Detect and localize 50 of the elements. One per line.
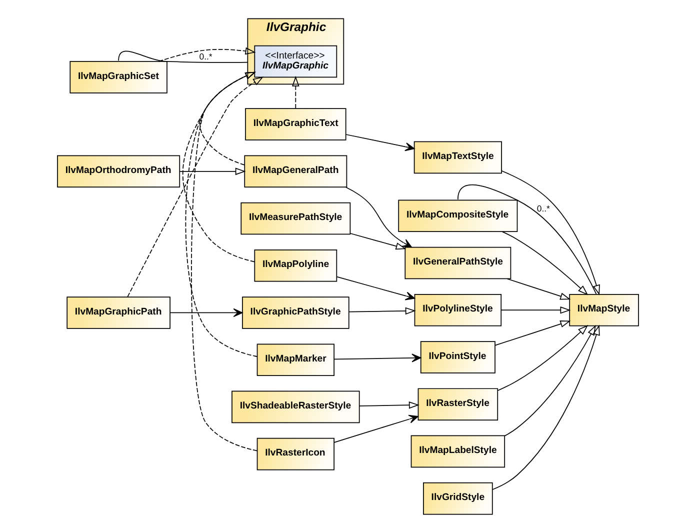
connector [458,184,597,294]
arrow [350,232,406,250]
arrow [502,231,588,296]
arrow [158,47,256,62]
arrow [494,320,571,346]
arrow [348,307,416,315]
arrow [500,306,571,314]
node-box: IlvMapGraphicText [245,108,346,140]
arrow [182,72,256,262]
arrow [200,72,256,166]
arrow [346,134,415,152]
arrow [504,324,596,436]
node-box: IlvGridStyle [423,482,493,515]
node-box: IlvRasterStyle [418,388,498,420]
arrow [334,414,418,443]
node-box: IlvMapPolyline [254,249,338,282]
arrow [179,168,246,176]
arrow [336,276,416,300]
edge-label: 0..* [199,52,212,62]
arrow [127,76,264,298]
node-box: IlvRasterIcon [256,438,334,470]
node-box: IlvMapOrthodromyPath [57,155,180,188]
node-box: IlvMapLabelStyle [410,435,506,468]
node-box: IlvPointStyle [420,341,496,374]
node-box: IlvMapGraphicSet [70,61,168,94]
node-box: IlvMapStyle [569,294,639,326]
node-box: IlvGeneralPathStyle [404,246,512,280]
edge-label: 0..* [536,204,550,214]
node-box: IlvMapTextStyle [414,141,502,174]
node-box: IlvMapMarker [256,344,334,376]
arrow [292,76,300,109]
node-box: IlvMapGeneralPath [244,155,348,188]
arrow [497,324,588,392]
arrow [359,401,420,409]
arrow [185,72,258,357]
node-box: <<Interface>> IlvMapGraphic [254,45,338,78]
node-box: IlvMeasurePathStyle [240,202,351,235]
node-box: IlvPolylineStyle [414,294,502,326]
node-box: IlvMapCompositeStyle [398,200,518,232]
arrow [170,308,243,318]
arrow [506,278,571,300]
arrow [191,72,258,452]
connector [118,50,248,63]
node-box: IlvMapGraphicPath [66,296,170,329]
node-box: IlvGraphicPathStyle [242,296,350,329]
arrow [334,354,422,362]
arrow [345,186,412,248]
node-box: IlvShadeableRasterStyle [232,390,360,424]
arrow [492,324,600,490]
arrow [501,170,600,296]
